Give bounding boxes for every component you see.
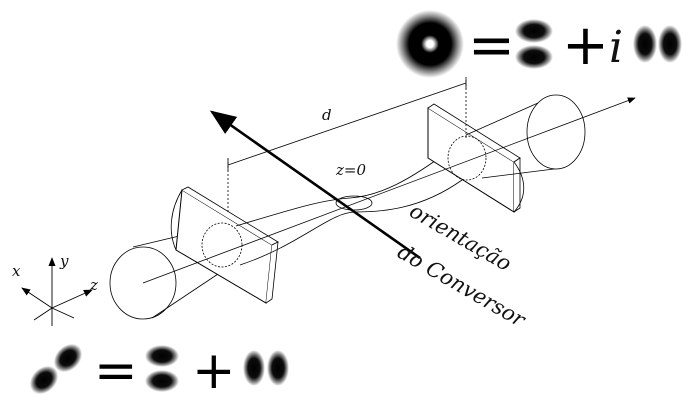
hg-mode-vertical-icon	[243, 350, 289, 386]
plus-sign-bottom: +	[192, 341, 236, 400]
distance-label: d	[322, 106, 332, 124]
beam-waist	[335, 195, 373, 211]
orientation-arrow	[209, 110, 421, 260]
equals-sign-top: =	[468, 13, 515, 78]
axis-x-label: x	[12, 262, 21, 280]
waist-label: z=0	[335, 161, 366, 179]
imaginary-unit: i	[609, 22, 623, 73]
optical-setup	[109, 77, 636, 320]
equation-bottom: = +	[29, 341, 289, 400]
diagonal-mode-icon	[29, 343, 83, 395]
hg-mode-vertical-icon	[633, 25, 682, 63]
axis-y-label: y	[59, 252, 69, 270]
donut-mode-icon	[396, 10, 464, 78]
equation-top: = + i	[396, 10, 682, 78]
hg-mode-horizontal-icon	[515, 19, 553, 69]
output-beam-cone	[465, 94, 586, 179]
equals-sign-bottom: =	[94, 341, 138, 400]
left-cylindrical-lens	[170, 186, 279, 304]
coordinate-axes	[21, 257, 93, 326]
plus-sign-top: +	[562, 13, 609, 78]
optical-axis	[142, 97, 636, 284]
axis-z-label: z	[89, 276, 98, 294]
hg-mode-horizontal-icon	[145, 345, 179, 392]
